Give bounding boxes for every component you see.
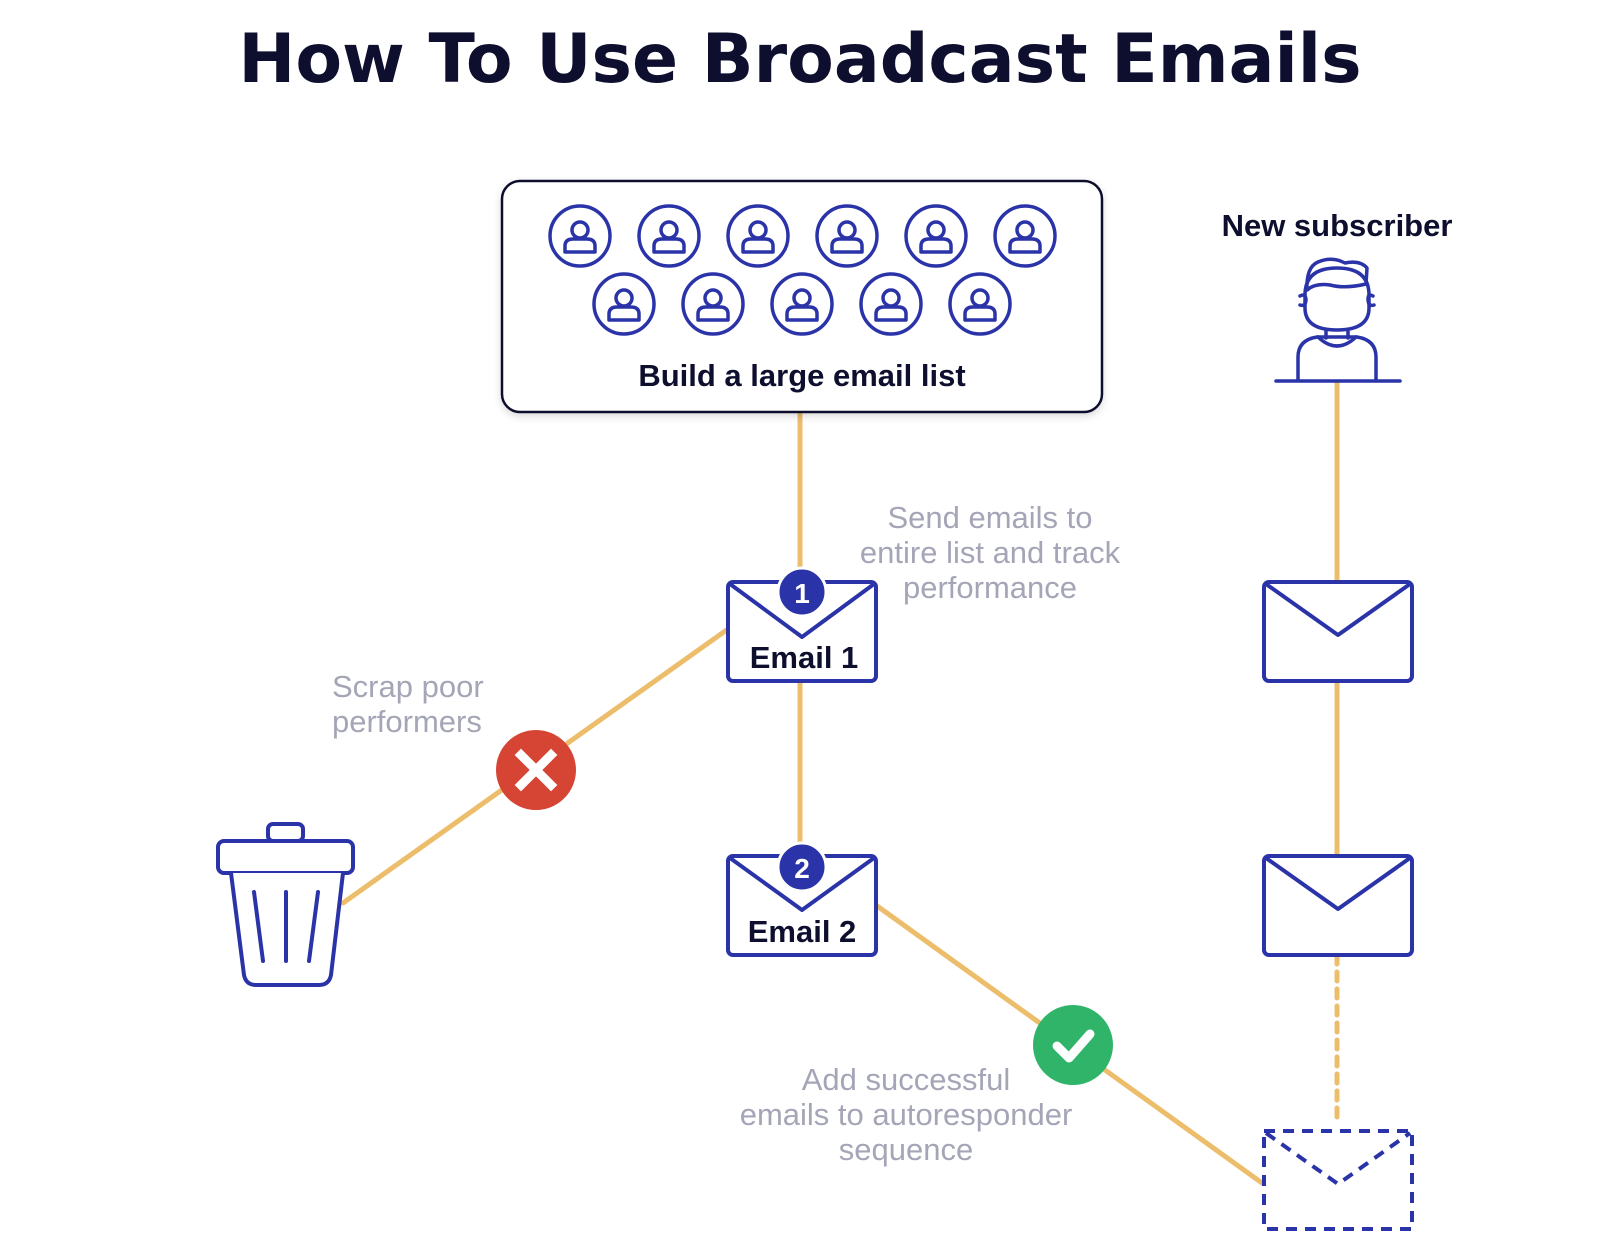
person-icon xyxy=(1274,257,1402,383)
scrap-note-line-1: Scrap poor xyxy=(332,669,484,704)
scrap-note: Scrap poor performers xyxy=(332,669,484,739)
email-1-label: Email 1 xyxy=(750,640,859,675)
user-icon xyxy=(904,204,968,268)
page-title: How To Use Broadcast Emails xyxy=(238,20,1361,99)
check-icon xyxy=(1033,1005,1113,1085)
email-1-badge-number: 1 xyxy=(794,578,810,609)
user-icon xyxy=(592,272,656,336)
user-icon xyxy=(726,204,790,268)
user-icon xyxy=(859,272,923,336)
list-box-label: Build a large email list xyxy=(638,358,965,393)
send-note: Send emails to entire list and track per… xyxy=(860,500,1121,605)
trash-icon xyxy=(216,822,355,987)
email-2-badge-number: 2 xyxy=(794,853,810,884)
users-row-2 xyxy=(592,272,1012,336)
email-1-badge xyxy=(776,566,828,618)
user-icon xyxy=(548,204,612,268)
add-note-line-2: emails to autoresponder xyxy=(740,1097,1073,1132)
user-icon xyxy=(815,204,879,268)
user-icon xyxy=(681,272,745,336)
send-note-line-1: Send emails to xyxy=(887,500,1092,535)
user-icon xyxy=(770,272,834,336)
x-icon xyxy=(496,730,576,810)
user-icon xyxy=(993,204,1057,268)
email-2: 2 Email 2 xyxy=(726,841,878,957)
email-1: 1 Email 1 xyxy=(726,566,878,683)
add-note-line-1: Add successful xyxy=(802,1062,1011,1097)
send-note-line-2: entire list and track xyxy=(860,535,1121,570)
add-note-line-3: sequence xyxy=(839,1132,973,1167)
user-icon xyxy=(948,272,1012,336)
scrap-note-line-2: performers xyxy=(332,704,482,739)
add-note: Add successful emails to autoresponder s… xyxy=(740,1062,1073,1167)
envelope-icon xyxy=(1262,580,1414,683)
send-note-line-3: performance xyxy=(903,570,1077,605)
users-row-1 xyxy=(548,204,1057,268)
email-2-badge xyxy=(776,841,828,893)
dashed-envelope-icon xyxy=(1262,1129,1414,1231)
user-icon xyxy=(637,204,701,268)
envelope-icon xyxy=(1262,854,1414,957)
email-2-label: Email 2 xyxy=(748,914,857,949)
email-list-box: Build a large email list xyxy=(500,179,1104,414)
new-subscriber-label: New subscriber xyxy=(1222,208,1453,243)
